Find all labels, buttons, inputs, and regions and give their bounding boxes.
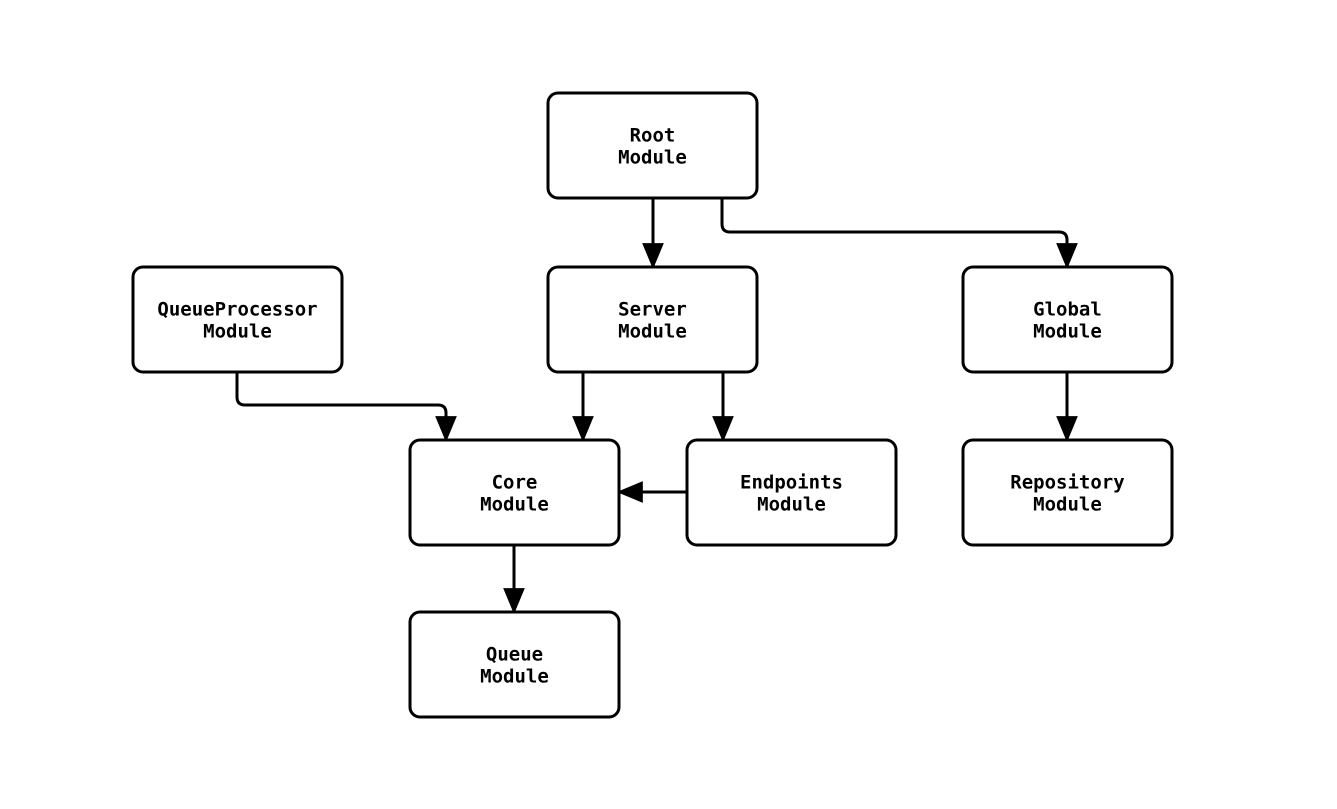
node-label-line: Module <box>480 494 549 516</box>
edges-layer <box>235 198 1078 615</box>
node-box-queue <box>408 610 621 719</box>
node-label-line: Module <box>480 666 549 688</box>
node-box-global <box>961 265 1174 374</box>
node-label-line: Module <box>1033 321 1102 343</box>
edge-queueprocessor-to-core <box>235 372 457 443</box>
node-label-line: Core <box>492 472 538 494</box>
node-label-line: Root <box>630 125 676 147</box>
node-label-line: Module <box>1033 494 1102 516</box>
node-label-line: Endpoints <box>740 472 843 494</box>
node-label-line: Repository <box>1010 472 1124 494</box>
node-box-root <box>546 91 759 200</box>
node-label-line: Global <box>1033 299 1102 321</box>
node-box-endpoints <box>685 438 898 547</box>
node-label-line: Module <box>757 494 826 516</box>
node-label-line: QueueProcessor <box>157 299 317 321</box>
node-box-queueprocessor <box>131 265 344 374</box>
node-label-line: Module <box>203 321 272 343</box>
node-label-line: Module <box>618 321 687 343</box>
node-box-repository <box>961 438 1174 547</box>
edge-root-to-global <box>720 198 1078 270</box>
node-box-core <box>408 438 621 547</box>
node-box-server <box>546 265 759 374</box>
node-label-line: Module <box>618 147 687 169</box>
node-label-line: Server <box>618 299 687 321</box>
node-label-line: Queue <box>486 644 543 666</box>
